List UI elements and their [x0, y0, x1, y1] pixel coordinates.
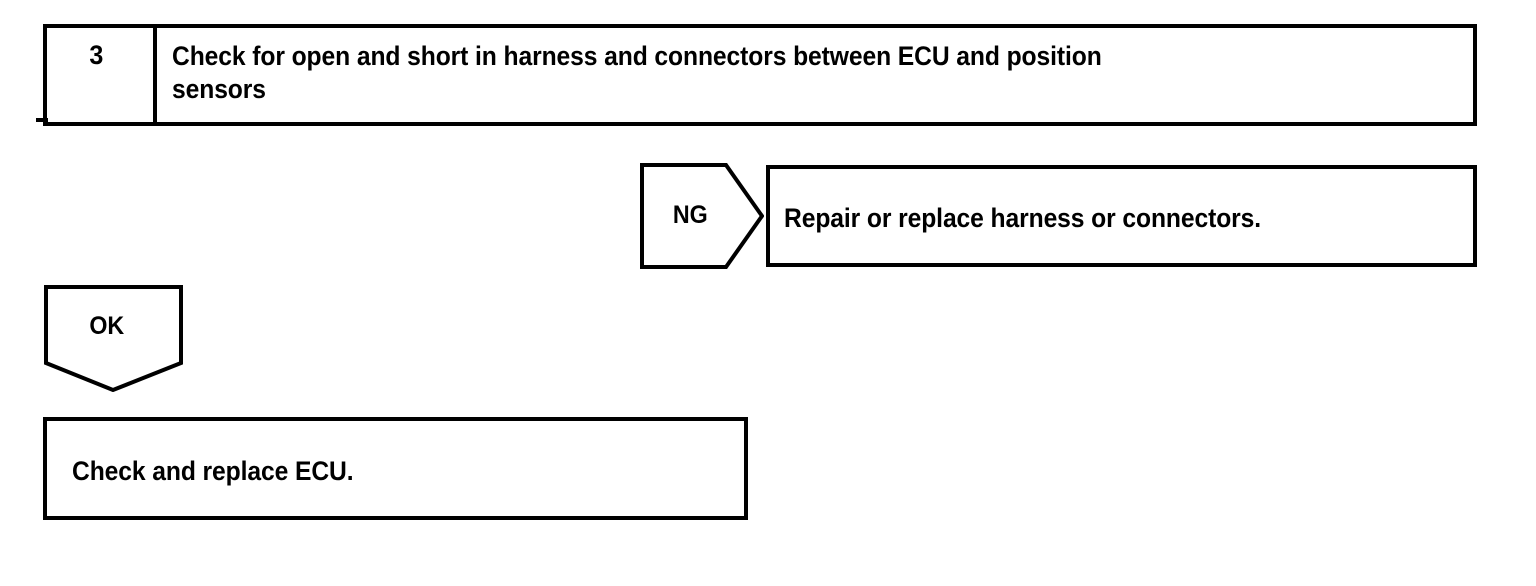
ok-branch-marker: OK — [44, 285, 183, 392]
ng-action-box: Repair or replace harness or connectors. — [766, 165, 1477, 267]
step-instruction-line-2: sensors — [172, 74, 266, 104]
ok-action-box: Check and replace ECU. — [43, 417, 748, 520]
step-instruction-line-1: Check for open and short in harness and … — [172, 41, 1102, 71]
ng-branch-marker: NG — [640, 163, 764, 269]
scan-artifact-tick — [36, 118, 48, 122]
ok-branch-label: OK — [89, 312, 125, 340]
step-number-cell: 3 — [47, 28, 157, 122]
ng-branch-label: NG — [672, 201, 708, 229]
ok-pentagon-icon — [44, 285, 183, 392]
step-number: 3 — [89, 40, 104, 70]
step-instruction: Check for open and short in harness and … — [172, 40, 1462, 106]
ng-action-text: Repair or replace harness or connectors. — [784, 203, 1262, 233]
ng-pentagon-icon — [640, 163, 764, 269]
step-3-box: 3 Check for open and short in harness an… — [43, 24, 1477, 126]
ok-action-text: Check and replace ECU. — [72, 456, 354, 486]
